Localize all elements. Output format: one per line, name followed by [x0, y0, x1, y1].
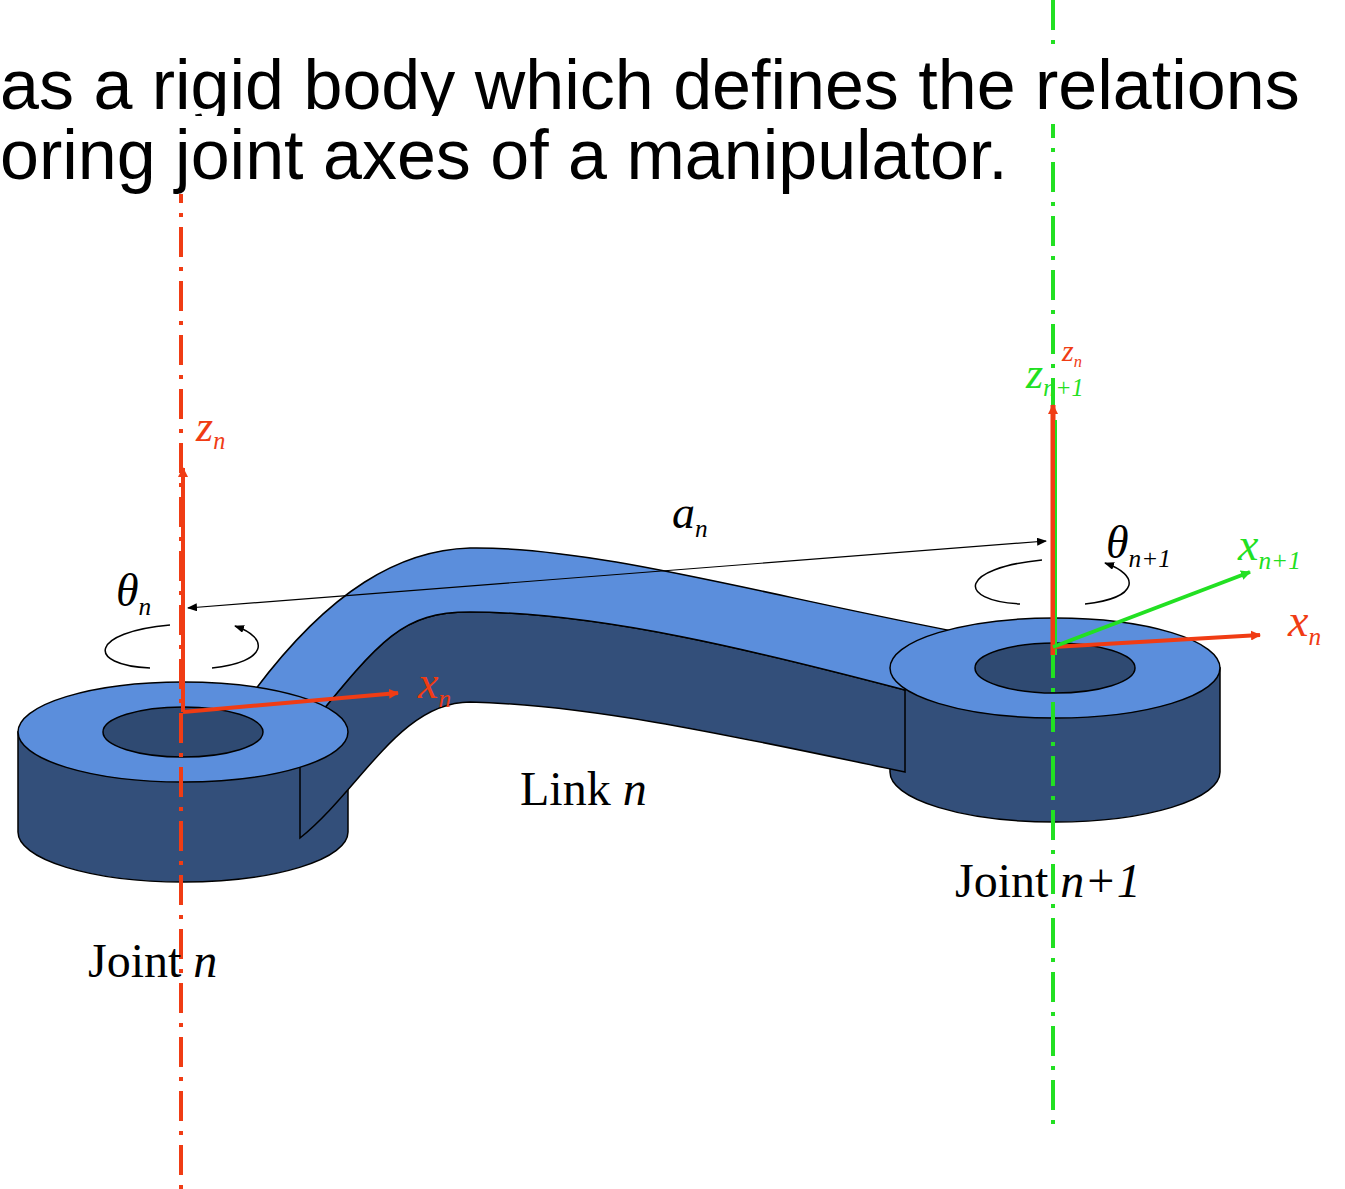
- joint-name: Joint n: [88, 937, 217, 985]
- joint-name: Joint n+1: [955, 857, 1141, 905]
- z-axis-arrow: [1055, 420, 1057, 655]
- axis-label: xn: [1288, 598, 1321, 649]
- x-axis-arrow: [183, 693, 398, 712]
- x-axis-arrow: [1053, 572, 1250, 647]
- axis-label: xn: [418, 660, 451, 711]
- part-name: Link n: [520, 765, 647, 813]
- slide-heading: as a rigid body which defines the relati…: [0, 50, 1345, 190]
- axis-label: zn: [1062, 336, 1082, 370]
- z-axis-arrow: [181, 468, 185, 712]
- joint-axis: [1051, 0, 1055, 1130]
- axis-label: zn: [196, 405, 225, 454]
- heading-text: as a rigid body which defines the relati…: [0, 46, 1300, 194]
- angle-label: θn: [116, 568, 151, 619]
- axis-label: xn+1: [1238, 522, 1301, 573]
- joint-axis: [179, 65, 183, 1189]
- angle-label: θn+1: [1106, 520, 1171, 571]
- z-axis-arrow: [1051, 405, 1056, 655]
- link-arm-top: [255, 548, 1000, 738]
- length-label: an: [672, 490, 708, 541]
- dimension-line: [188, 541, 1046, 608]
